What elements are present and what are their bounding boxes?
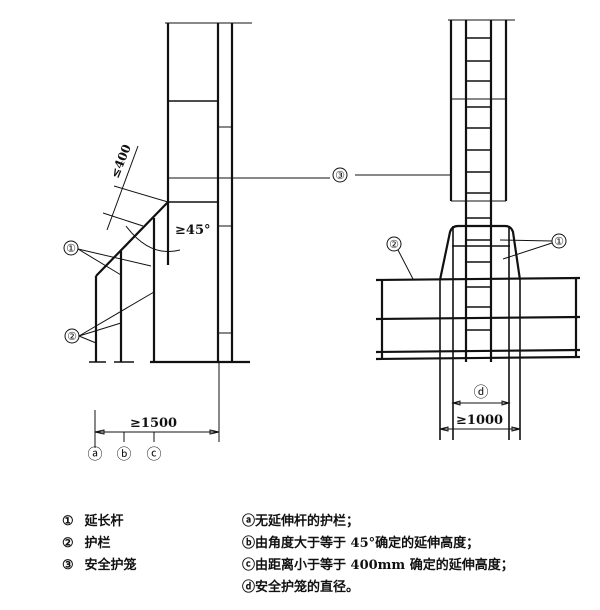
legend-marker: ① — [62, 514, 74, 529]
note-item-c: ⓒ由距离小于等于 400mm 确定的延伸高度； — [242, 555, 514, 577]
note-text: 安全护笼的直径。 — [255, 580, 360, 595]
note-item-b: ⓑ由角度大于等于 45°确定的延伸高度； — [242, 533, 514, 555]
cage-callout: ③ — [332, 167, 450, 183]
ladder-cage-diagram: ≤400 ≥45° ① ② ≥1500 ⓐ ⓑ ⓒ ③ — [63, 19, 581, 463]
note-marker: ⓒ — [242, 558, 256, 573]
legend-marker: ③ — [62, 558, 74, 573]
guardrail-lower — [375, 348, 581, 354]
extension-bar-marker-right: ① — [554, 235, 564, 248]
note-text: 由距离小于等于 400mm 确定的延伸高度； — [255, 558, 514, 573]
note-item-a: ⓐ无延伸杆的护栏； — [242, 511, 514, 533]
floor-line-right — [375, 355, 581, 361]
diameter-marker: ⓓ — [473, 383, 488, 401]
note-text: 由角度大于等于 45°确定的延伸高度； — [255, 536, 480, 551]
note-item-d: ⓓ安全护笼的直径。 — [242, 577, 514, 599]
legend-item-extension-bar: ① 延长杆 — [62, 511, 137, 533]
note-marker: ⓑ — [242, 536, 256, 551]
guardrail-mid — [375, 315, 581, 321]
guardrail-top — [375, 276, 581, 282]
marker-a: ⓐ — [87, 445, 102, 463]
legend-text: 延长杆 — [84, 514, 124, 529]
angle-label: ≥45° — [175, 223, 210, 238]
guardrail-marker-right: ② — [389, 238, 399, 251]
legend-item-safety-cage: ③ 安全护笼 — [62, 555, 137, 577]
note-text: 无延伸杆的护栏； — [255, 514, 360, 529]
extension-bar-diagonal — [95, 201, 169, 277]
legend-text: 护栏 — [84, 536, 111, 551]
width-label-1000: ≥1000 — [456, 413, 503, 428]
legend-marker: ② — [62, 536, 74, 551]
legend-text: 安全护笼 — [84, 558, 137, 573]
safety-cage-marker: ③ — [335, 169, 345, 182]
extension-bar-marker: ① — [66, 242, 76, 255]
note-marker: ⓓ — [242, 580, 256, 595]
cage-flare — [438, 224, 522, 281]
components-legend: ① 延长杆 ② 护栏 ③ 安全护笼 — [62, 511, 137, 577]
wall-hatch — [232, 23, 254, 361]
angle-arc — [125, 225, 181, 253]
legend-item-guardrail: ② 护栏 — [62, 533, 137, 555]
distance-dimension-line — [106, 145, 139, 231]
note-marker: ⓐ — [242, 514, 256, 529]
distance-label: ≤400 — [108, 142, 134, 180]
ladder-rungs — [466, 37, 491, 331]
right-front-view: ② ① ⓓ ≥1000 — [375, 19, 581, 440]
width-label-1500: ≥1500 — [130, 416, 177, 431]
marker-c: ⓒ — [146, 445, 161, 463]
notes-legend: ⓐ无延伸杆的护栏； ⓑ由角度大于等于 45°确定的延伸高度； ⓒ由距离小于等于 … — [242, 511, 514, 599]
marker-b: ⓑ — [116, 445, 131, 463]
guardrail-marker: ② — [67, 330, 77, 343]
left-side-view: ≤400 ≥45° ① ② ≥1500 ⓐ ⓑ ⓒ — [63, 22, 330, 463]
